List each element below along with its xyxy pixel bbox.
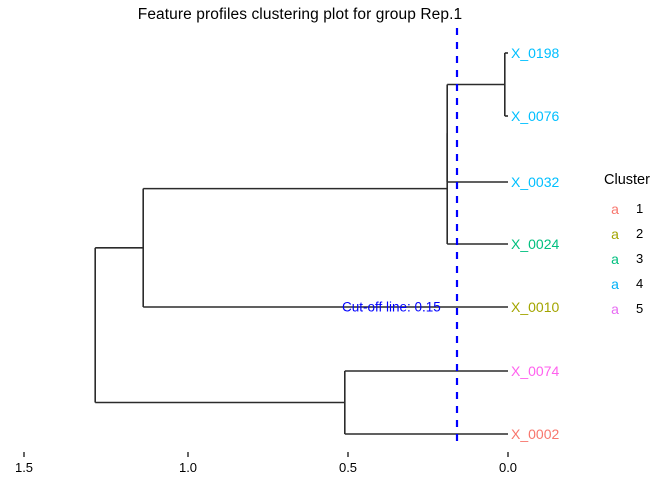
leaf-label-x_0010: X_0010 <box>511 299 560 315</box>
x-axis-tick-label: 0.5 <box>338 460 358 475</box>
legend-entry-label: 5 <box>636 301 644 316</box>
cutoff-line-label: Cut-off line: 0.15 <box>342 299 441 315</box>
legend-key-glyph: a <box>611 250 619 267</box>
legend-key-glyph: a <box>611 300 619 317</box>
leaf-label-x_0032: X_0032 <box>511 174 560 190</box>
legend-title: Cluster <box>604 172 650 188</box>
legend-key-glyph: a <box>611 200 619 217</box>
leaf-label-x_0076: X_0076 <box>511 108 560 124</box>
leaf-label-x_0024: X_0024 <box>511 236 560 252</box>
leaf-label-x_0198: X_0198 <box>511 45 560 61</box>
legend-entry-label: 3 <box>636 251 644 266</box>
legend-entry-label: 2 <box>636 226 644 241</box>
legend-key-glyph: a <box>611 225 619 242</box>
legend-key-glyph: a <box>611 275 619 292</box>
legend-entry-label: 4 <box>636 276 644 291</box>
x-axis-tick-label: 0.0 <box>498 460 518 475</box>
x-axis-tick-label: 1.0 <box>178 460 198 475</box>
dendrogram-branches <box>94 52 508 435</box>
page-title: Feature profiles clustering plot for gro… <box>137 6 463 23</box>
x-axis-group <box>23 452 509 457</box>
legend-entry-label: 1 <box>636 201 644 216</box>
leaf-label-x_0002: X_0002 <box>511 426 560 442</box>
leaf-label-x_0074: X_0074 <box>511 363 560 379</box>
x-axis-tick-label: 1.5 <box>14 460 34 475</box>
